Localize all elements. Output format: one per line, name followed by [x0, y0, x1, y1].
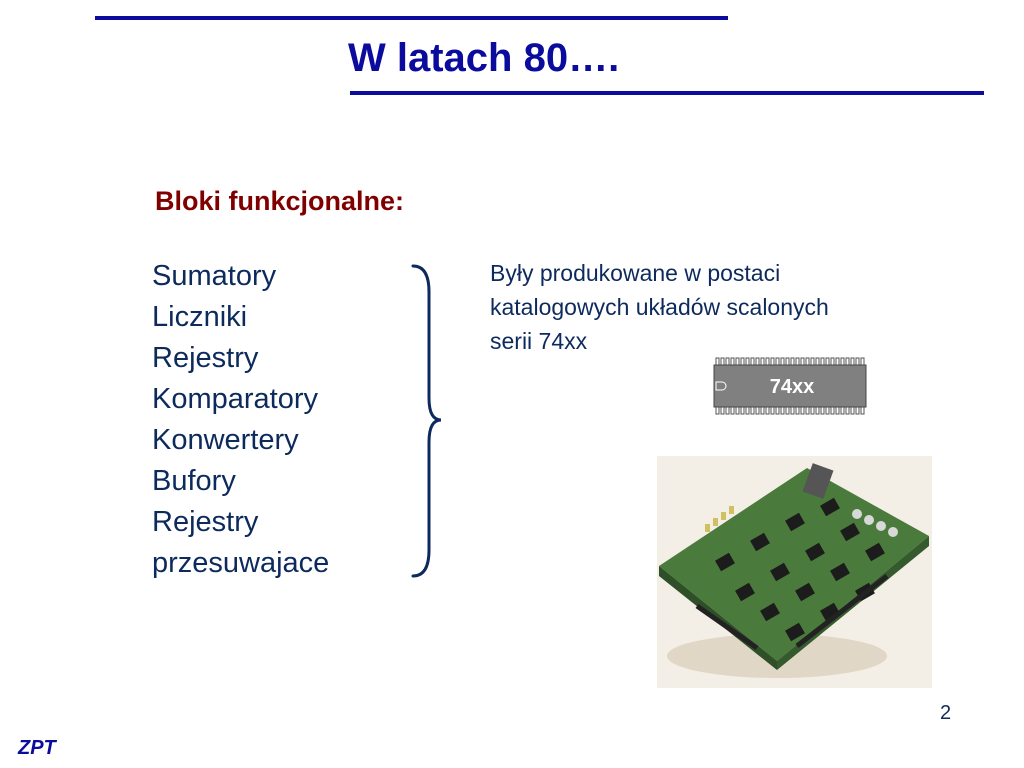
- chip-pin: [750, 406, 755, 415]
- chip-pin: [855, 406, 860, 415]
- chip-pin: [750, 357, 755, 366]
- board-chip: [760, 602, 780, 622]
- slide-title: W latach 80….: [348, 36, 620, 80]
- chip-pin: [855, 357, 860, 366]
- chip-pin: [740, 357, 745, 366]
- chip-pin: [785, 406, 790, 415]
- footer-logo: ZPT: [18, 737, 56, 759]
- page-number: 2: [940, 702, 952, 724]
- chip-pin: [825, 406, 830, 415]
- chip-pin: [840, 357, 845, 366]
- board-chip: [795, 582, 815, 602]
- chip-pin: [845, 357, 850, 366]
- chip-pin: [860, 357, 865, 366]
- list-item: Rejestry: [152, 342, 259, 374]
- chip-pin: [850, 357, 855, 366]
- chip-pin: [770, 357, 775, 366]
- chip-pin: [845, 406, 850, 415]
- chip-pin: [795, 357, 800, 366]
- section-heading: Bloki funkcjonalne:: [155, 186, 405, 216]
- chip-pin: [775, 406, 780, 415]
- chip-pin: [795, 406, 800, 415]
- chip-pin: [805, 357, 810, 366]
- title-rule-top: [95, 16, 728, 20]
- chip-pin: [830, 357, 835, 366]
- chip-pin: [715, 357, 720, 366]
- chip-pin: [730, 357, 735, 366]
- chip-pin: [735, 357, 740, 366]
- chip-label: 74xx: [770, 376, 815, 398]
- board-chip: [750, 532, 770, 552]
- chip-pin: [800, 406, 805, 415]
- chip-pin: [775, 357, 780, 366]
- description-text: Były produkowane w postaci katalogowych …: [490, 256, 930, 358]
- chip-pin: [820, 357, 825, 366]
- right-brace-icon: [411, 264, 442, 578]
- description-line: Były produkowane w postaci: [490, 260, 781, 286]
- chip-pin: [760, 406, 765, 415]
- chip-pin: [785, 357, 790, 366]
- chip-pin: [830, 406, 835, 415]
- chip-pin: [815, 406, 820, 415]
- chip-pin: [765, 357, 770, 366]
- board-chip: [805, 542, 825, 562]
- chip-pin: [730, 406, 735, 415]
- chip-pin: [735, 406, 740, 415]
- chip-pin: [770, 406, 775, 415]
- chip-pin: [825, 357, 830, 366]
- chip-pins-top: [715, 357, 865, 366]
- chip-pins-bottom: [715, 406, 865, 415]
- chip-pin: [810, 406, 815, 415]
- chip-pin: [835, 406, 840, 415]
- board-chip: [785, 512, 805, 532]
- chip-pin: [765, 406, 770, 415]
- list-item: Rejestry: [152, 506, 259, 538]
- chip-pin: [760, 357, 765, 366]
- chip-pin: [715, 406, 720, 415]
- chip-pin: [835, 357, 840, 366]
- chip-pin: [800, 357, 805, 366]
- chip-pin: [755, 406, 760, 415]
- chip-pin: [780, 357, 785, 366]
- board-chip: [770, 562, 790, 582]
- chip-pin: [755, 357, 760, 366]
- chip-pin: [740, 406, 745, 415]
- functional-blocks-list: Sumatory Liczniki Rejestry Komparatory K…: [152, 256, 329, 584]
- board-chip: [785, 622, 805, 642]
- list-item: Konwertery: [152, 424, 299, 456]
- chip-pin: [725, 406, 730, 415]
- list-item: Liczniki: [152, 301, 248, 333]
- board-chip: [830, 562, 850, 582]
- board-chip: [735, 582, 755, 602]
- circuit-board-photo: [657, 456, 932, 688]
- board-chip: [865, 542, 885, 562]
- title-rule-bottom: [350, 91, 984, 95]
- chip-pin: [720, 357, 725, 366]
- chip-pin: [790, 357, 795, 366]
- chip-pin: [725, 357, 730, 366]
- chip-pin: [745, 357, 750, 366]
- ic-chip-image: 74xx: [713, 357, 867, 415]
- list-item: Komparatory: [152, 383, 319, 415]
- board-chip: [820, 497, 840, 517]
- description-line: serii 74xx: [490, 328, 588, 354]
- chip-pin: [745, 406, 750, 415]
- list-item: Sumatory: [152, 260, 277, 292]
- board-chip: [840, 522, 860, 542]
- chip-pin: [805, 406, 810, 415]
- list-item: przesuwajace: [152, 547, 330, 579]
- chip-pin: [860, 406, 865, 415]
- chip-pin: [850, 406, 855, 415]
- chip-pin: [820, 406, 825, 415]
- description-line: katalogowych układów scalonych: [490, 294, 829, 320]
- chip-pin: [815, 357, 820, 366]
- board-chip: [715, 552, 735, 572]
- chip-pin: [780, 406, 785, 415]
- chip-pin: [790, 406, 795, 415]
- chip-pin: [840, 406, 845, 415]
- list-item: Bufory: [152, 465, 236, 497]
- chip-pin: [810, 357, 815, 366]
- board-chip: [820, 602, 840, 622]
- chip-pin: [720, 406, 725, 415]
